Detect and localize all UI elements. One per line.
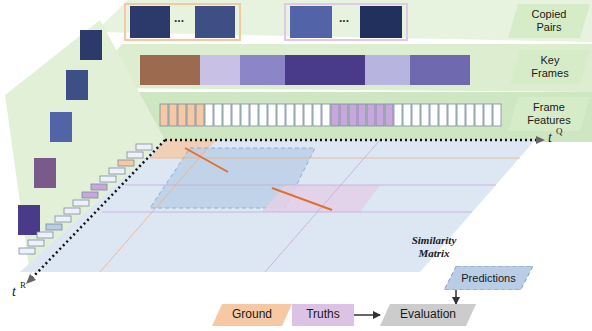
axis-superscript: Q	[556, 126, 563, 136]
axis-head	[536, 136, 545, 144]
ellipsis: ...	[339, 12, 349, 26]
node-text: Evaluation	[400, 308, 456, 322]
node-text: Frame Features	[522, 101, 576, 126]
pair-frame	[125, 4, 240, 40]
node-text: Predictions	[461, 272, 515, 285]
thumbnail	[290, 6, 332, 38]
ellipsis: ...	[174, 12, 184, 26]
layer-label: Frame Features	[508, 97, 590, 131]
feature-row	[160, 104, 501, 126]
grid-lines	[100, 140, 520, 272]
thumbnail	[360, 6, 402, 38]
copied-plane	[95, 0, 592, 42]
side-frames	[18, 30, 102, 235]
thumbnail	[130, 6, 170, 38]
truth-box: Truths	[292, 304, 354, 326]
pair-frame	[285, 4, 407, 40]
match-line	[272, 188, 332, 210]
layer-label: Copied Pairs	[508, 4, 590, 38]
node-text: Ground	[232, 308, 272, 322]
evaluation-box: Evaluation	[380, 304, 476, 326]
axis	[165, 139, 536, 142]
axis-label: t	[12, 284, 16, 300]
axis-superscript: R	[20, 280, 26, 290]
node-text: Key Frames	[524, 54, 576, 79]
prediction-box: Predictions	[444, 266, 533, 290]
match-line	[185, 148, 228, 172]
key-frames	[140, 55, 470, 85]
node-text: Truths	[306, 308, 340, 322]
axis-head	[26, 274, 36, 284]
truth-box: Ground	[212, 304, 292, 326]
matrix-label: Similarity Matrix	[402, 234, 466, 259]
similarity-matrix	[20, 140, 535, 272]
axis	[32, 140, 165, 278]
arrow	[455, 290, 457, 304]
keyframe-plane	[85, 44, 592, 92]
node-text: Copied Pairs	[522, 8, 576, 33]
arrow	[354, 314, 380, 316]
layer-label: Key Frames	[510, 50, 590, 84]
axis-label: t	[548, 130, 552, 146]
thumbnail	[195, 6, 235, 38]
